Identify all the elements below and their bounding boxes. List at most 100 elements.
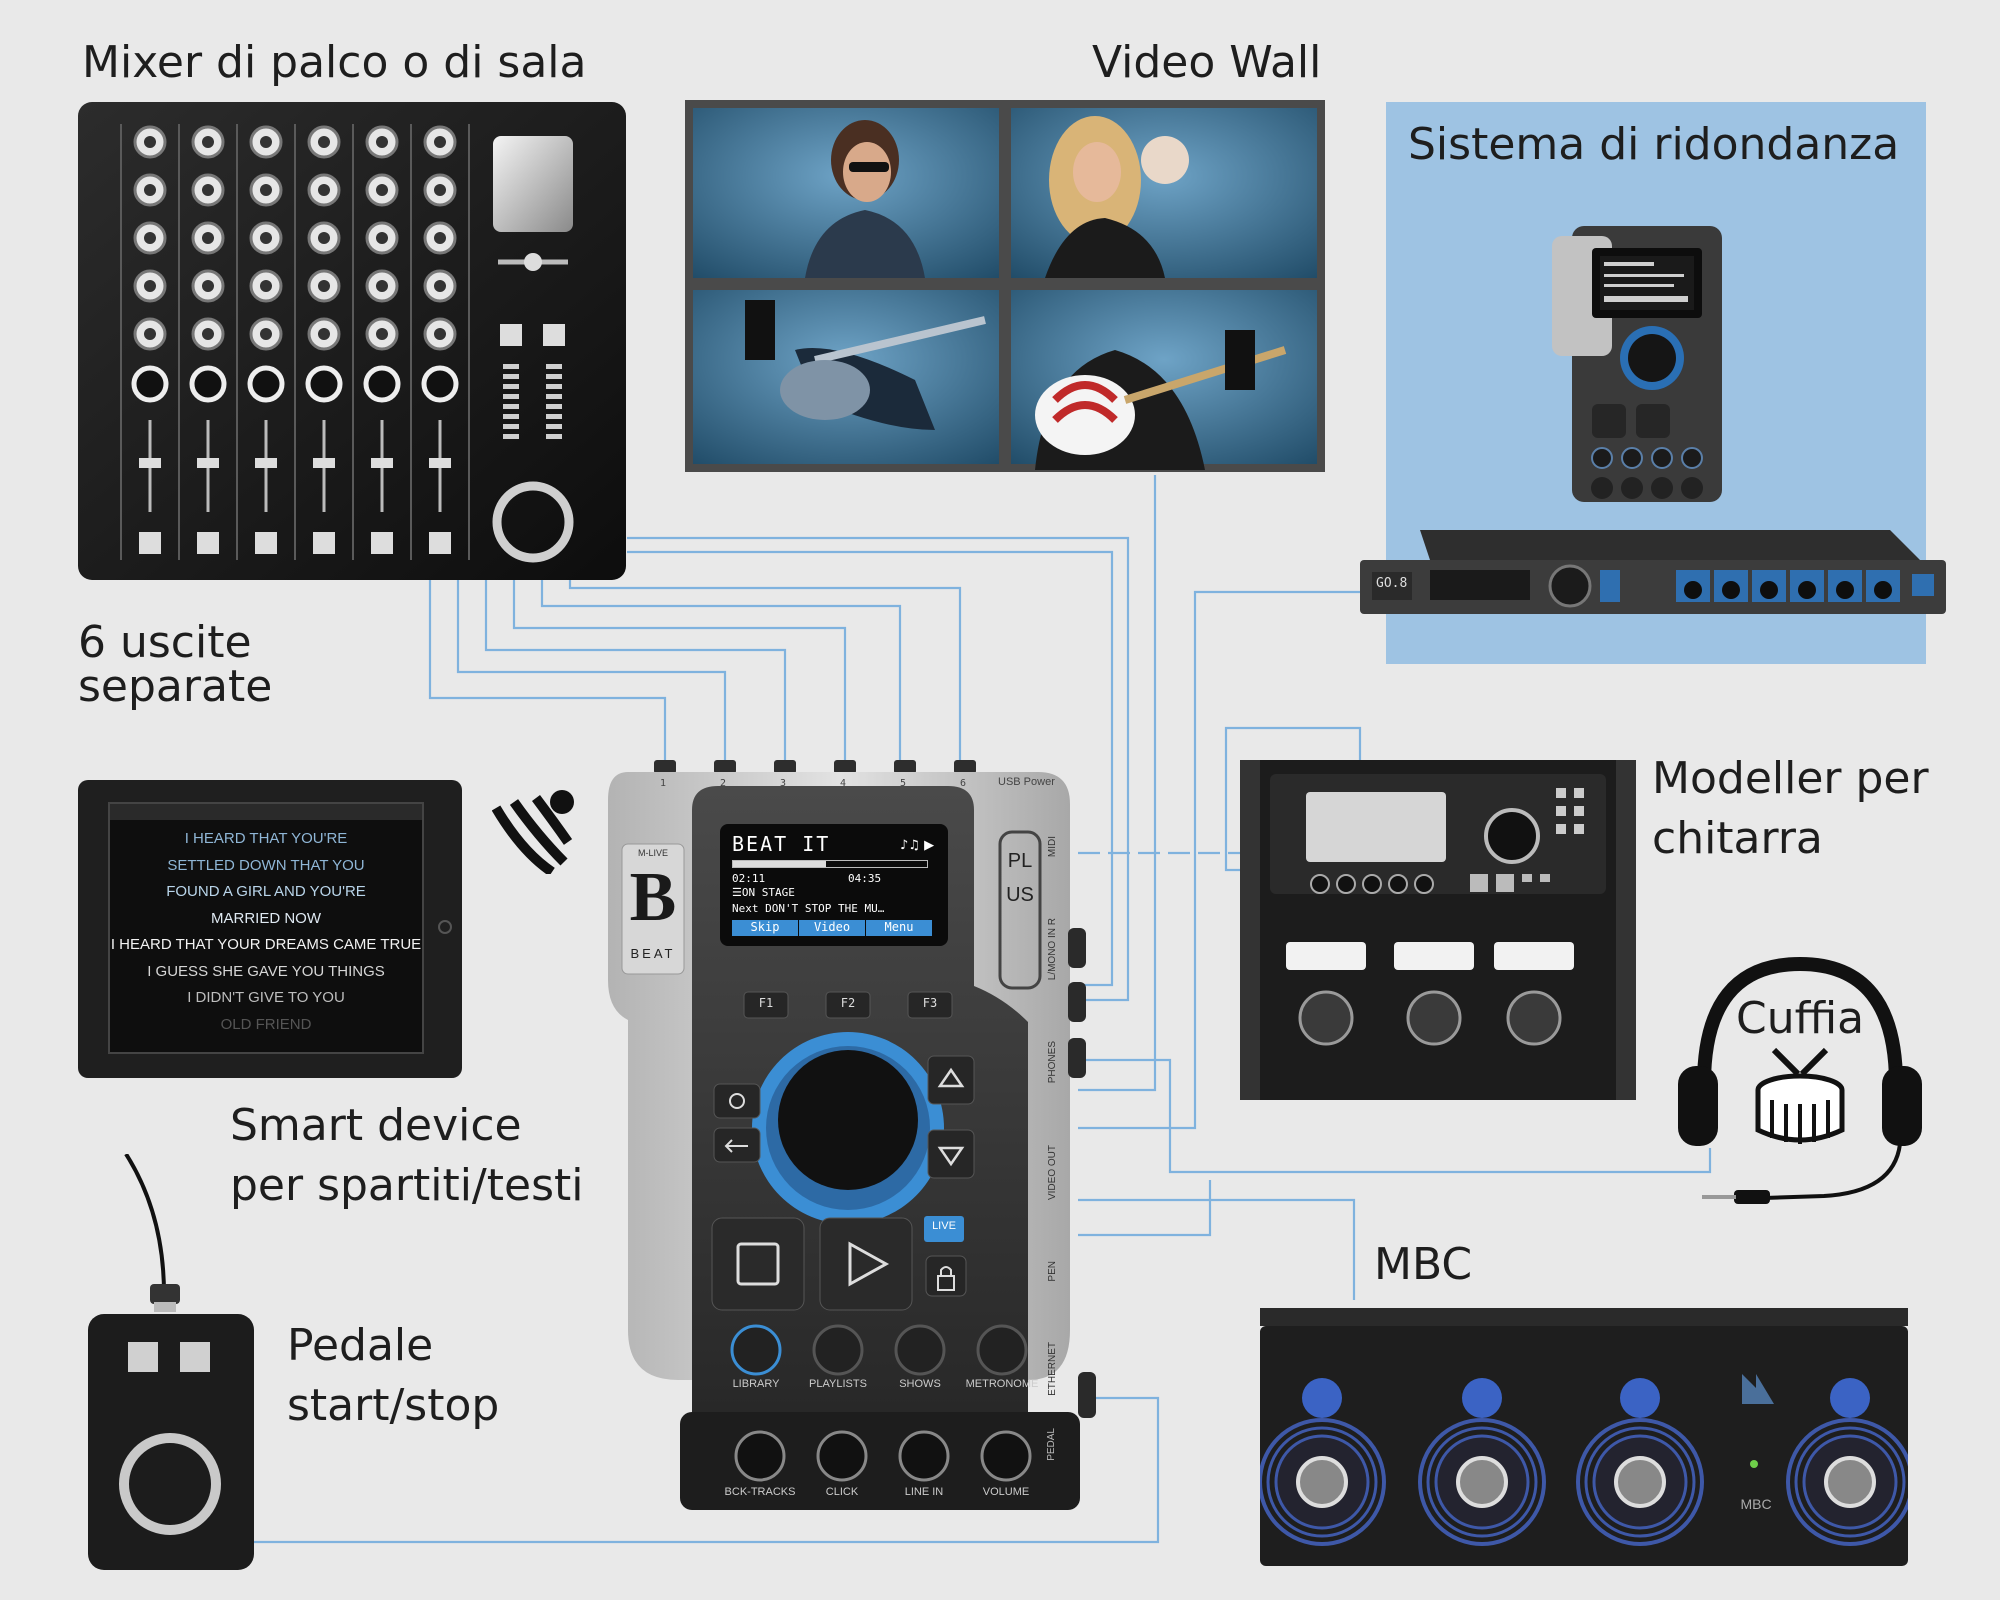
library-button[interactable]: LIBRARY (732, 1378, 780, 1390)
mixer-mute-button (197, 532, 219, 554)
lyric-line: MARRIED NOW (211, 909, 321, 927)
stop-icon (1620, 1378, 1660, 1418)
mbc-foot-switch[interactable] (1296, 1456, 1348, 1508)
metronome-button[interactable]: METRONOME (965, 1378, 1039, 1390)
cable-mixer-return-2 (627, 550, 1114, 987)
mixer-knob-cap (318, 328, 330, 340)
stage-mixer (78, 102, 626, 580)
beat-live-player: 1 2 3 4 5 6 USB Power M-LIVE B BEAT BEAT… (608, 760, 1102, 1512)
mixer-knob-cap (260, 232, 272, 244)
mixer-channel-button (131, 365, 169, 403)
video-wall-screens (693, 108, 1317, 470)
foot-switch-ring (1584, 1426, 1696, 1538)
cable-mixer-out-4 (512, 580, 847, 760)
video-wall-label: Video Wall (1092, 37, 1322, 88)
mixer-mute-button (429, 532, 451, 554)
lyric-line: SETTLED DOWN THAT YOU (167, 856, 365, 874)
mbc-foot-switch[interactable] (1824, 1456, 1876, 1508)
list-icon: ☰ (732, 886, 742, 899)
cable-video-wall (1078, 475, 1157, 1092)
cable-pedal (250, 1396, 1160, 1544)
mixer-fader-cap (139, 458, 161, 468)
softkey-video[interactable]: Video (799, 920, 866, 936)
wifi-icon (492, 790, 574, 874)
mixer-channel-button (247, 365, 285, 403)
tablet-status-bar (110, 804, 422, 820)
foot-switch-ring (1426, 1426, 1538, 1538)
mixer-knob-cap (376, 136, 388, 148)
mbc-foot-switch[interactable] (1614, 1456, 1666, 1508)
mixer-fader-cap (313, 458, 335, 468)
mixer-knob-cap (144, 136, 156, 148)
tablet-lyrics: I HEARD THAT YOU'RE SETTLED DOWN THAT YO… (110, 826, 422, 1038)
click-knob[interactable]: CLICK (825, 1486, 859, 1498)
shows-button[interactable]: SHOWS (899, 1378, 941, 1390)
back-button[interactable] (714, 1128, 760, 1162)
device-lcd: BEAT IT ♪♫ ▶ 02:11 04:35 ☰ON STAGE Next … (728, 832, 940, 938)
f1-button[interactable]: F1 (758, 996, 774, 1010)
rack-unit: GO.8 (1360, 530, 1946, 620)
usb-power-label: USB Power (998, 776, 1055, 788)
cable-mixer-out-6 (568, 580, 962, 760)
f3-button[interactable]: F3 (922, 996, 938, 1010)
line-in-knob[interactable]: LINE IN (904, 1486, 944, 1498)
foot-switch-ring (1786, 1418, 1908, 1546)
foot-switch-ring (1260, 1418, 1386, 1546)
port-number: 2 (720, 778, 727, 789)
mixer-knob-cap (434, 232, 446, 244)
mixer-mute-button (371, 532, 393, 554)
port-label-video-out: VIDEO OUT (1046, 1144, 1058, 1200)
cable-mixer-return-1 (627, 536, 1130, 1002)
mixer-knob-cap (144, 232, 156, 244)
mbc-foot-switch[interactable] (1456, 1456, 1508, 1508)
lcd-time-remaining: 04:35 (848, 872, 882, 885)
f2-button[interactable]: F2 (840, 996, 856, 1010)
singer-figure (1035, 116, 1287, 470)
mixer-knob-cap (202, 328, 214, 340)
mixer-fader-cap (429, 458, 451, 468)
brand-word: BEAT (630, 946, 676, 961)
stop-button[interactable] (712, 1218, 804, 1310)
live-badge: LIVE (932, 1220, 956, 1232)
foot-switch-ring (1576, 1418, 1704, 1546)
start-stop-pedal (88, 1154, 254, 1570)
mixer-knob-cap (260, 136, 272, 148)
outputs-label-line1: 6 uscite (78, 617, 252, 668)
jog-wheel[interactable] (752, 1032, 944, 1224)
up-button[interactable] (928, 1056, 974, 1104)
mixer-fader-cap (197, 458, 219, 468)
lyric-line: I HEARD THAT YOU'RE (184, 830, 348, 847)
mixer-channel-button (363, 365, 401, 403)
mixer-knob-cap (202, 280, 214, 292)
mixer-knob-cap (434, 280, 446, 292)
mixer-knob-cap (318, 280, 330, 292)
mixer-knob-cap (144, 184, 156, 196)
cable-ethernet (1078, 1180, 1212, 1237)
playlists-button[interactable]: PLAYLISTS (809, 1378, 867, 1390)
backing-tracks-knob[interactable]: BCK-TRACKS (724, 1486, 796, 1498)
settings-button[interactable] (714, 1084, 760, 1118)
outputs-label-line2: separate (78, 661, 273, 712)
down-button[interactable] (928, 1130, 974, 1178)
lcd-next: Next DON'T STOP THE MU… (732, 902, 885, 915)
mixer-knob-cap (260, 328, 272, 340)
redundancy-panel: Sistema di ridondanza GO.8 (1360, 102, 1946, 664)
tablet-home-button (438, 920, 452, 934)
mixer-knob-cap (318, 232, 330, 244)
brand-small-label: M-LIVE (637, 848, 668, 858)
play-button[interactable] (820, 1218, 912, 1310)
mixer-illustration (78, 102, 626, 580)
lcd-status: ☰ON STAGE (732, 886, 795, 899)
volume-knob[interactable]: VOLUME (982, 1486, 1030, 1498)
mixer-knob-cap (144, 328, 156, 340)
cable-mbc (1078, 1198, 1356, 1300)
lcd-time-elapsed: 02:11 (732, 872, 766, 885)
drum-icon (1755, 1047, 1845, 1144)
lock-button[interactable] (926, 1256, 966, 1296)
softkey-skip[interactable]: Skip (732, 920, 799, 936)
port-label-ethernet: ETHERNET (1046, 1342, 1058, 1396)
softkey-menu[interactable]: Menu (884, 920, 914, 934)
guitar-modeller (1240, 760, 1636, 1100)
smart-device-tablet: I HEARD THAT YOU'RE SETTLED DOWN THAT YO… (78, 780, 462, 1078)
